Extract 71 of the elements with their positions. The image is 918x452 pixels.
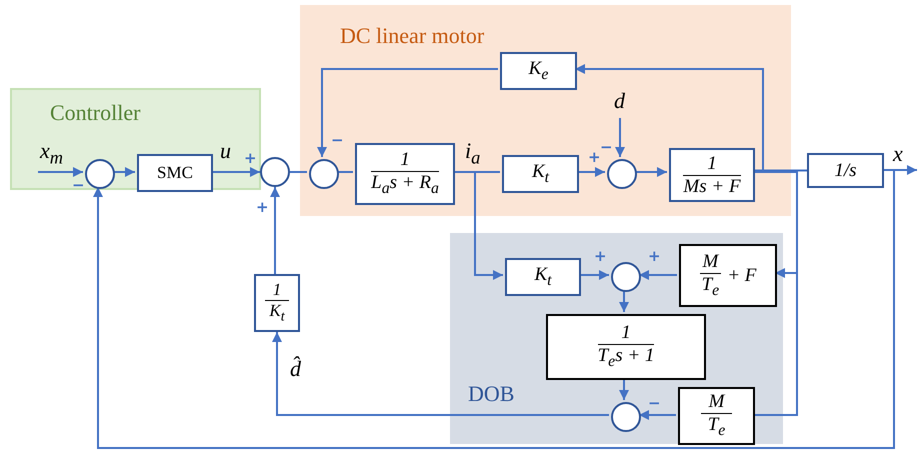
sign-label: + [588, 150, 601, 165]
math-expression: SMC [157, 164, 193, 182]
connector-arrow [579, 270, 609, 280]
math-expression: + F [727, 266, 756, 286]
sign-label: − [331, 133, 344, 148]
transfer-function-box [502, 155, 579, 193]
sign-label: − [648, 396, 661, 411]
transfer-function-box [678, 387, 755, 445]
signal-label: u [220, 140, 231, 162]
connector-arrow [270, 187, 280, 274]
connector-arrow [619, 378, 629, 400]
sign-label: + [594, 249, 607, 264]
transfer-function-box [546, 314, 706, 380]
fraction-numerator: M [700, 252, 722, 274]
sign-label: − [600, 140, 613, 155]
fraction-numerator: 1 [371, 150, 439, 172]
fraction-denominator: K$_{t}$ [268, 301, 286, 325]
fraction-denominator: T$_{e}$ [700, 274, 720, 300]
connector-arrow [619, 290, 629, 312]
signal-label: d̂ [290, 358, 301, 380]
sign-label: + [256, 200, 269, 215]
transfer-function-box [355, 143, 455, 205]
transfer-function-box [505, 258, 581, 296]
connector-arrow [577, 167, 605, 177]
group-panel [450, 233, 783, 444]
group-panel [10, 88, 261, 190]
connector-arrow [38, 167, 83, 177]
fraction-denominator: Ms + F [683, 176, 741, 196]
transfer-function-box [807, 153, 884, 188]
fraction-numerator: M [700, 392, 732, 414]
connector-arrow [639, 270, 677, 280]
signal-label: x [893, 143, 903, 165]
transfer-function-box [254, 274, 300, 332]
connector-arrow [615, 118, 625, 157]
summing-junction [260, 157, 290, 187]
connector-arrow [272, 332, 609, 416]
connector-arrow [93, 169, 895, 449]
signal-label: d [614, 90, 625, 112]
fraction-numerator: 1 [598, 323, 654, 346]
math-expression: K$_{t}$ [534, 264, 552, 290]
fraction-numerator: 1 [683, 154, 741, 176]
math-expression: K$_{e}$ [528, 58, 548, 84]
group-panel [300, 5, 791, 216]
fraction-denominator: T$_{e}$s + 1 [598, 345, 654, 371]
summing-junction [611, 402, 641, 432]
connector-arrow [635, 167, 667, 177]
signal-label: i$_{a}$ [465, 140, 480, 167]
connector-arrow [639, 410, 676, 420]
transfer-function-box [679, 244, 777, 307]
group-title: DC linear motor [340, 23, 484, 49]
connector-arrow [317, 68, 498, 157]
fraction-denominator: L$_{a}$s + R$_{a}$ [371, 172, 439, 198]
summing-junction [85, 159, 115, 189]
fraction-numerator: 1 [264, 281, 290, 302]
transfer-function-box [137, 154, 213, 192]
summing-junction [611, 262, 641, 292]
sign-label: − [72, 178, 85, 193]
summing-junction [309, 159, 339, 189]
connector-arrow [211, 167, 260, 177]
signal-label: x$_{m}$ [40, 140, 64, 167]
math-expression: K$_{t}$ [532, 162, 550, 186]
math-expression: 1/s [834, 160, 857, 180]
group-title: DOB [468, 381, 514, 407]
connector-arrow [113, 167, 135, 177]
transfer-function-box [669, 148, 755, 202]
summing-junction [607, 159, 637, 189]
transfer-function-box [500, 52, 577, 90]
sign-label: + [648, 249, 661, 264]
sign-label: + [244, 151, 257, 166]
fraction-denominator: T$_{e}$ [706, 414, 726, 440]
group-title: Controller [50, 100, 140, 126]
